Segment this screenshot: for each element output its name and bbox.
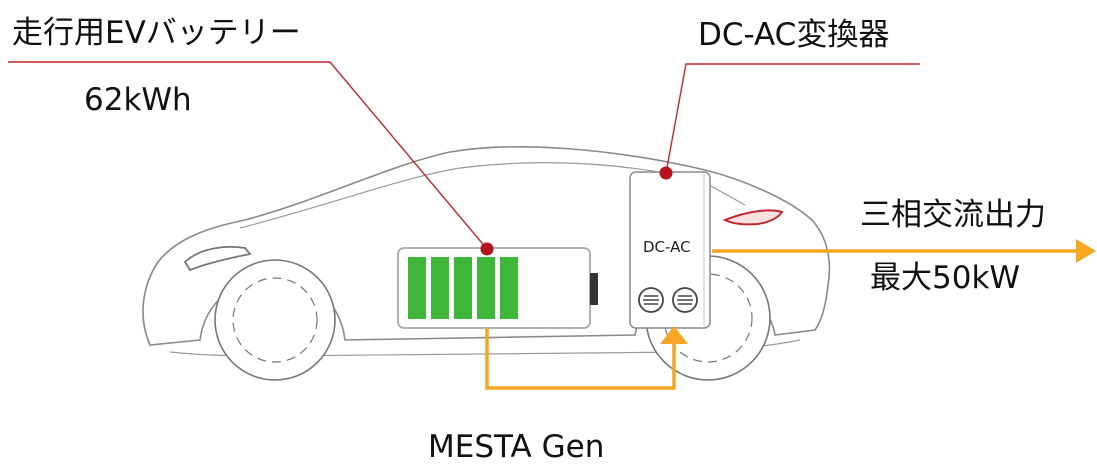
fan-icon	[672, 287, 698, 313]
converter-box-label: DC-AC	[643, 238, 691, 256]
car-body-outline	[142, 146, 831, 346]
converter-marker-dot	[659, 166, 673, 180]
fan-icon	[638, 287, 664, 313]
battery-pack	[397, 247, 598, 329]
front-wheel-icon	[214, 259, 336, 381]
battery-cell	[408, 257, 426, 319]
car-rocker-line	[169, 339, 801, 357]
converter-leader-line	[665, 63, 920, 174]
ac-output-arrowhead	[1076, 239, 1096, 263]
battery-title: 走行用EVバッテリー	[12, 15, 301, 51]
converter-title: DC-AC変換器	[698, 17, 890, 53]
battery-marker-dot	[480, 242, 494, 256]
headlight-icon	[183, 246, 252, 272]
output-max-power: 最大50kW	[870, 260, 1021, 296]
system-name: MESTA Gen	[428, 429, 605, 465]
dc-flow-arrowhead	[660, 326, 688, 344]
taillight-icon	[722, 209, 784, 226]
output-title: 三相交流出力	[860, 197, 1046, 233]
battery-cells	[408, 257, 518, 319]
dc-ac-converter-box	[629, 171, 711, 329]
battery-leader-line	[8, 61, 488, 250]
battery-cell	[454, 257, 472, 319]
battery-cell	[477, 257, 495, 319]
battery-capacity: 62kWh	[84, 82, 192, 118]
dc-flow-line	[485, 328, 676, 390]
battery-cell	[500, 257, 518, 319]
car-window-line	[239, 162, 746, 229]
battery-cell	[431, 257, 449, 319]
